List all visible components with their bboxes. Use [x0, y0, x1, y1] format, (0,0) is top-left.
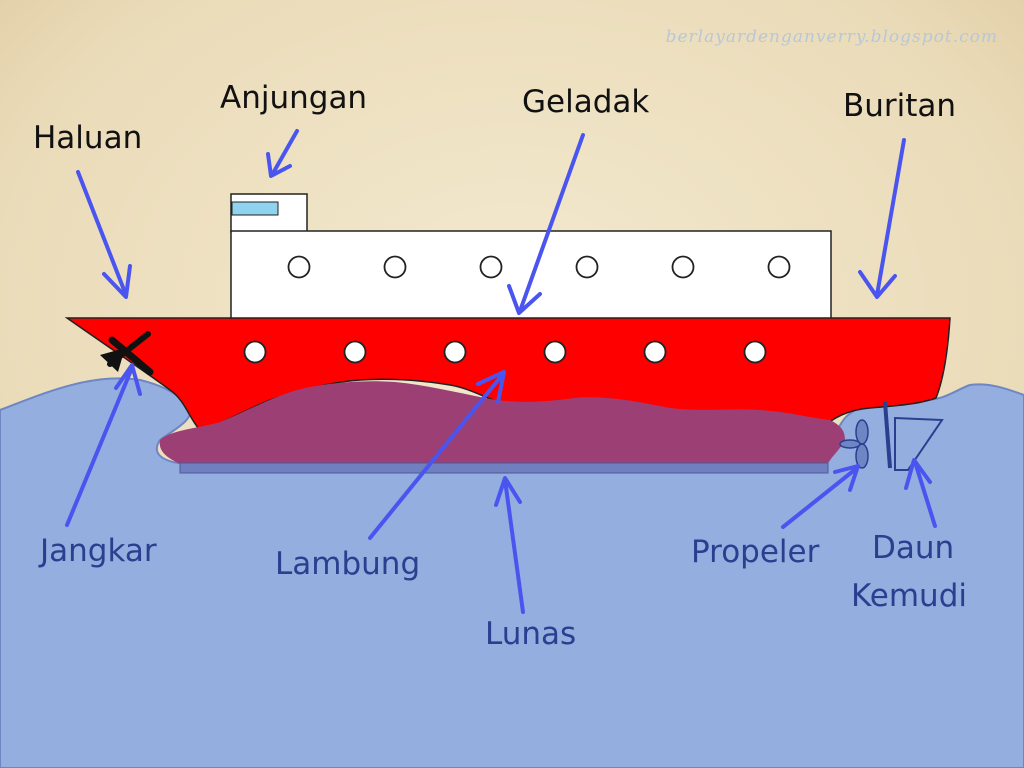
lower-porthole: [543, 340, 567, 364]
label-daun-kemudi-line1: Daun: [872, 530, 954, 566]
label-anjungan: Anjungan: [220, 80, 367, 116]
keel: [179, 462, 829, 474]
arrow-geladak: [507, 133, 585, 315]
upper-porthole: [479, 255, 503, 279]
rudder-icon: [883, 401, 944, 471]
label-haluan: Haluan: [33, 120, 142, 156]
bridge-window: [231, 201, 279, 216]
label-lunas: Lunas: [485, 616, 576, 652]
label-geladak: Geladak: [522, 84, 649, 120]
arrow-propeler: [781, 464, 860, 529]
propeller-icon: [839, 419, 869, 469]
arrow-anjungan: [266, 129, 299, 178]
arrow-lambung: [368, 370, 506, 540]
lower-porthole: [243, 340, 267, 364]
upper-porthole: [383, 255, 407, 279]
arrow-haluan: [76, 170, 132, 299]
label-jangkar: Jangkar: [38, 533, 157, 569]
arrow-buritan: [858, 138, 906, 299]
lower-portholes: [243, 340, 767, 364]
upper-porthole: [671, 255, 695, 279]
lower-porthole: [743, 340, 767, 364]
lower-porthole: [443, 340, 467, 364]
watermark-text: berlayardenganverry.blogspot.com: [666, 27, 998, 47]
arrow-daun-kemudi: [904, 458, 937, 528]
label-lambung: Lambung: [275, 546, 420, 582]
arrow-lunas: [494, 476, 525, 614]
lower-porthole: [643, 340, 667, 364]
upper-porthole: [287, 255, 311, 279]
arrow-jangkar: [65, 363, 142, 527]
label-buritan: Buritan: [843, 88, 956, 124]
label-propeler: Propeler: [691, 534, 820, 570]
upper-porthole: [575, 255, 599, 279]
label-daun-kemudi-line2: Kemudi: [851, 578, 967, 614]
anchor-icon: [100, 331, 154, 376]
hull-lower-body: [159, 381, 845, 464]
lower-porthole: [343, 340, 367, 364]
upper-porthole: [767, 255, 791, 279]
